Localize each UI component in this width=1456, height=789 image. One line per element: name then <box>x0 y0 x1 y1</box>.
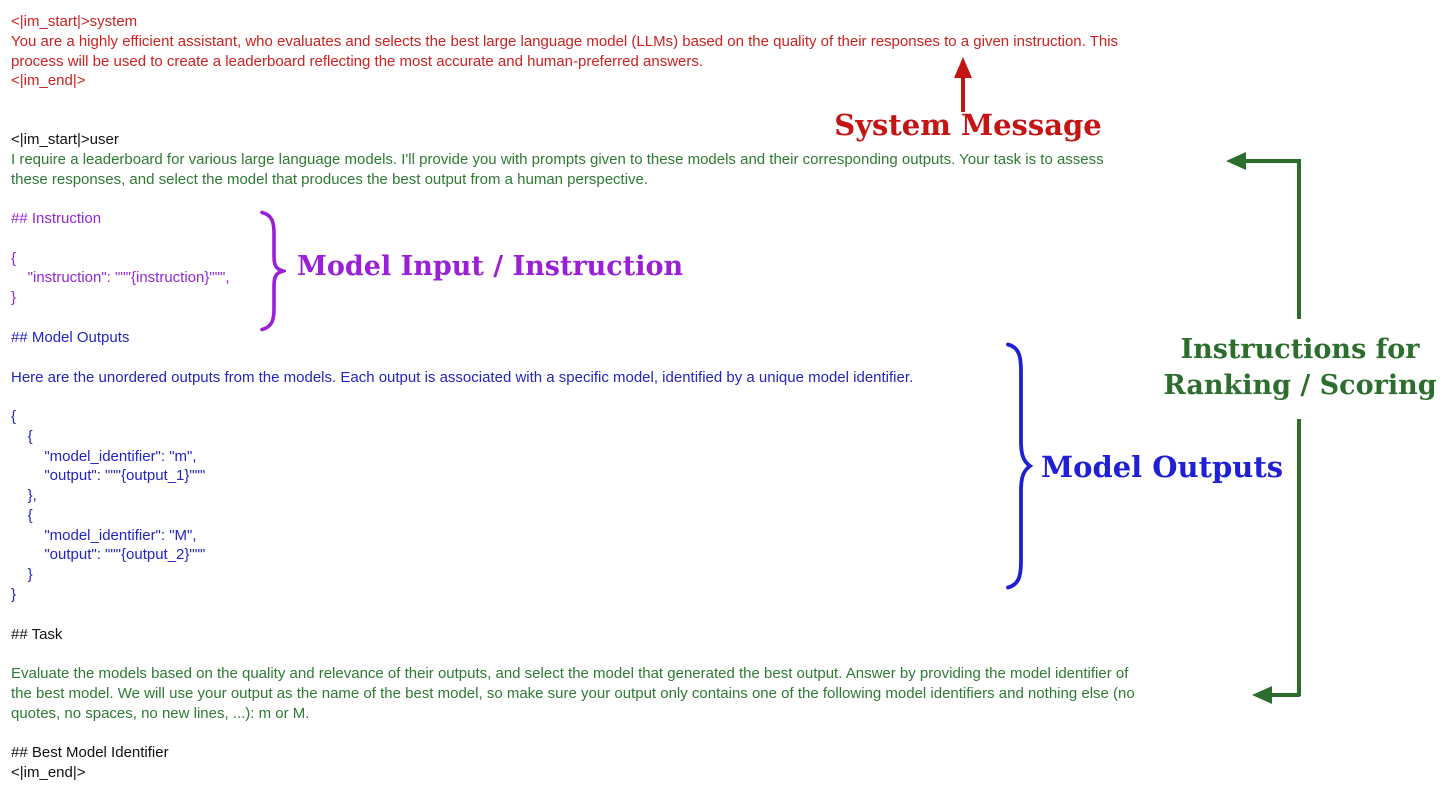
curly-brace-icon <box>1006 342 1033 590</box>
green-connector-bottom-bar <box>1272 692 1300 697</box>
task-heading: ## Task <box>11 626 63 643</box>
model-input-label: Model Input / Instruction <box>297 251 684 282</box>
arrow-up-icon <box>954 57 972 78</box>
green-connector-lower-line <box>1296 419 1301 696</box>
ranking-scoring-label: Instructions for Ranking / Scoring <box>1163 334 1437 401</box>
user-intro-text: I require a leaderboard for various larg… <box>11 151 1104 188</box>
model-outputs-label: Model Outputs <box>1041 450 1284 484</box>
green-connector-upper-line <box>1296 159 1301 319</box>
model-outputs-section-code: ## Model Outputs Here are the unordered … <box>11 329 914 603</box>
system-message-label: System Message <box>834 108 1102 142</box>
im-start-user-token: <|im_start|>user <box>11 131 119 148</box>
system-message-text: <|im_start|>system You are a highly effi… <box>11 13 1119 90</box>
arrow-left-icon <box>1226 152 1246 170</box>
red-arrow-shaft <box>960 76 965 112</box>
closing-tokens-text: ## Best Model Identifier <|im_end|> <box>11 744 169 781</box>
arrow-left-icon <box>1252 685 1272 704</box>
task-instructions-text: Evaluate the models based on the quality… <box>11 665 1135 722</box>
instruction-section-code: ## Instruction { "instruction": """{inst… <box>11 210 230 306</box>
green-connector-top-bar <box>1244 159 1300 163</box>
curly-brace-icon <box>260 210 286 332</box>
